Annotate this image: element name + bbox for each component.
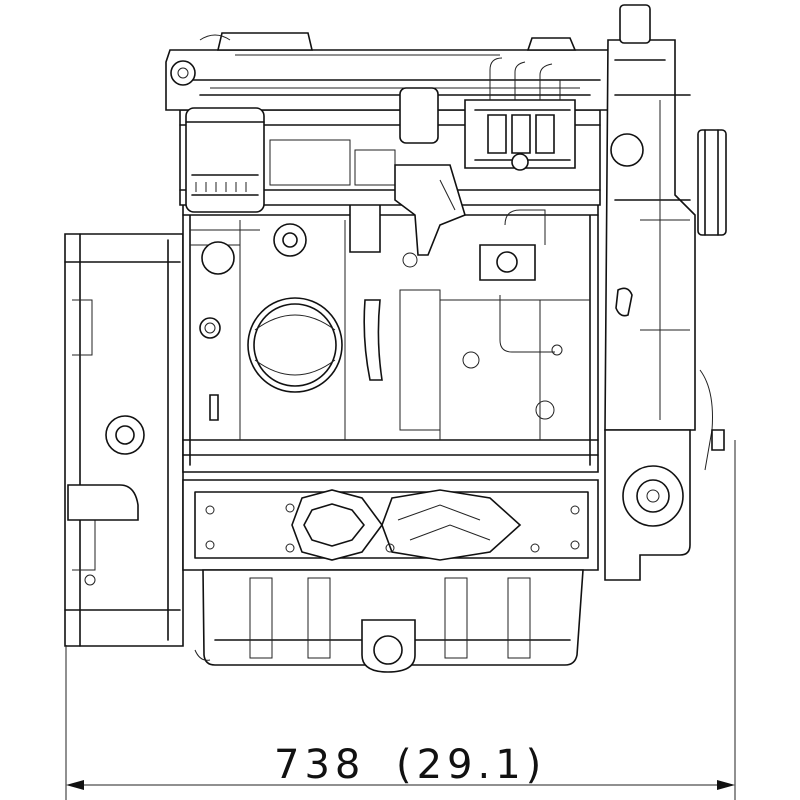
- dimension-line: [66, 440, 735, 800]
- dimension-value: 738: [274, 742, 365, 788]
- oil-pan: [195, 570, 583, 672]
- alternator-bracket: [605, 370, 724, 580]
- flywheel-housing: [65, 234, 183, 646]
- fan-pulley: [698, 130, 726, 235]
- injection-pump: [400, 58, 575, 170]
- fuel-filter: [186, 108, 264, 212]
- fuel-feed-pump: [395, 165, 562, 419]
- water-pump-thermostat: [605, 5, 695, 430]
- oil-filter: [248, 298, 342, 392]
- rocker-cover: [166, 33, 612, 110]
- crankcase-gasket-plate: [183, 480, 598, 570]
- upper-engine-block: [183, 200, 598, 472]
- dimension-converted: (29.1): [396, 742, 546, 788]
